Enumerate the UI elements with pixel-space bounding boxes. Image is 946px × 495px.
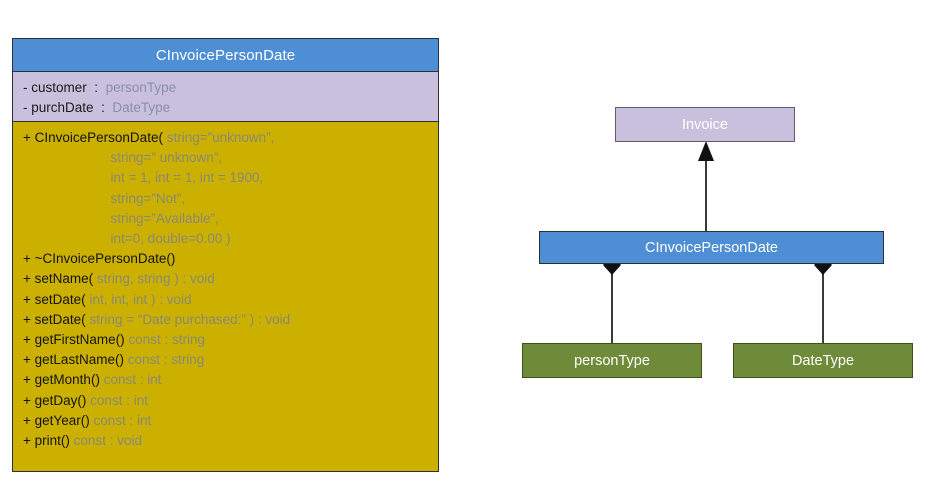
constructor-param-row: string=”Available”, — [13, 209, 438, 229]
method-name: setName( — [34, 271, 94, 287]
method-tail: : int — [126, 392, 148, 408]
method-params: string, string — [93, 271, 175, 287]
method-row: + setDate( string = “Date purchased:” ) … — [13, 310, 438, 330]
method-tail: : int — [129, 412, 152, 428]
method-name: print() — [34, 433, 70, 449]
node-persontype-label: personType — [574, 352, 650, 369]
attribute-row: - purchDate : DateType — [23, 100, 171, 115]
method-row: + setName( string, string ) : void — [13, 269, 438, 289]
method-params: const — [124, 332, 165, 348]
node-datetype[interactable]: DateType — [733, 343, 913, 378]
attribute-type: DateType — [112, 100, 171, 115]
method-params: string = “Date purchased:” — [85, 311, 250, 327]
attribute-name: purchDate — [31, 100, 94, 115]
attribute-name: customer — [31, 80, 87, 95]
method-params: const — [123, 352, 164, 368]
method-tail: : string — [163, 352, 205, 368]
constructor-param: int=0, double=0.00 ) — [110, 231, 231, 247]
method-params: const — [69, 433, 110, 449]
method-tail: : int — [139, 372, 162, 388]
method-visibility: + — [23, 271, 31, 287]
method-name: getLastName() — [34, 352, 124, 368]
constructor-param: string=”Available”, — [110, 210, 219, 226]
method-row: + setDate( int, int, int ) : void — [13, 290, 438, 310]
class-methods-section: + CInvoicePersonDate( string=”unknown”, … — [13, 122, 438, 471]
class-header: CInvoicePersonDate — [13, 39, 438, 72]
constructor-signature-head: + CInvoicePersonDate( — [23, 130, 163, 145]
method-visibility: + — [23, 291, 31, 307]
method-row: + getMonth() const : int — [13, 370, 438, 390]
method-visibility: + — [23, 352, 31, 368]
method-params: const — [89, 412, 130, 428]
attribute-type: personType — [105, 80, 177, 95]
method-name: getYear() — [34, 412, 90, 428]
method-tail: ) : void — [150, 291, 192, 307]
node-persontype[interactable]: personType — [522, 343, 702, 378]
method-params: const — [99, 372, 140, 388]
class-attributes-section: - customer : personType - purchDate : Da… — [13, 72, 438, 122]
constructor-param: string=”Not”, — [110, 190, 186, 206]
method-visibility: + — [23, 251, 31, 267]
node-datetype-label: DateType — [791, 352, 855, 369]
method-visibility: + — [23, 311, 31, 327]
method-visibility: + — [23, 433, 31, 449]
constructor-param-row: int = 1, int = 1, int = 1900, — [13, 168, 438, 188]
constructor-param-row: int=0, double=0.00 ) — [13, 229, 438, 249]
constructor-param: string=”unknown”, — [166, 130, 275, 145]
method-params: const — [86, 392, 127, 408]
class-name-label: CInvoicePersonDate — [155, 46, 296, 64]
node-cinvoicepersondate[interactable]: CInvoicePersonDate — [539, 231, 884, 264]
constructor-param: string=” unknown”, — [110, 150, 222, 166]
method-name: getDay() — [34, 392, 87, 408]
method-visibility: + — [23, 392, 31, 408]
method-row: + ~CInvoicePersonDate() — [13, 249, 438, 269]
method-name: getMonth() — [34, 372, 100, 388]
generalization-arrowhead — [698, 141, 714, 161]
constructor-param-row: string=”Not”, — [13, 189, 438, 209]
constructor-param-row: string=” unknown”, — [13, 148, 438, 168]
node-cinvoicepersondate-label: CInvoicePersonDate — [645, 239, 778, 256]
attribute-visibility: - — [23, 80, 28, 95]
method-row: + getDay() const : int — [13, 391, 438, 411]
method-tail: : void — [109, 433, 142, 449]
method-row: + getFirstName() const : string — [13, 330, 438, 350]
node-invoice[interactable]: Invoice — [615, 107, 795, 142]
method-visibility: + — [23, 372, 31, 388]
constructor-param: int = 1, int = 1, int = 1900, — [110, 170, 264, 186]
method-tail: ) : void — [174, 271, 215, 287]
method-name: setDate( — [34, 291, 86, 307]
method-name: setDate( — [34, 311, 86, 327]
method-params: int, int, int — [85, 291, 151, 307]
uml-class-box-cinvoicepersondate: CInvoicePersonDate - customer : personTy… — [12, 38, 439, 472]
method-row: + getLastName() const : string — [13, 350, 438, 370]
method-row: + print() const : void — [13, 431, 438, 451]
constructor-row: + CInvoicePersonDate( string=”unknown”, — [13, 128, 438, 148]
node-invoice-label: Invoice — [682, 116, 728, 133]
method-tail: ) : void — [249, 311, 291, 327]
method-visibility: + — [23, 332, 31, 348]
attribute-row: - customer : personType — [23, 80, 177, 95]
method-visibility: + — [23, 412, 31, 428]
method-name: getFirstName() — [34, 332, 125, 348]
method-tail: : string — [164, 332, 205, 348]
method-row: + getYear() const : int — [13, 411, 438, 431]
attribute-visibility: - — [23, 100, 28, 115]
method-name: ~CInvoicePersonDate() — [34, 251, 176, 267]
